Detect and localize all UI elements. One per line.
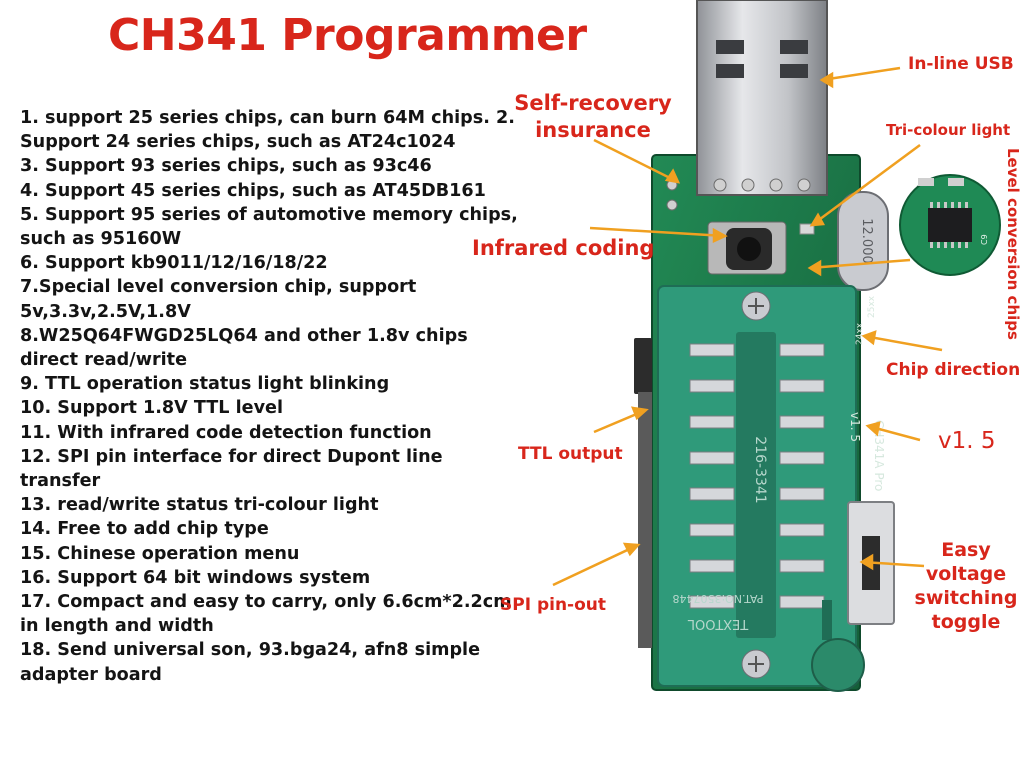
ttl-header (634, 338, 652, 648)
silk-25: 25xx (867, 295, 877, 318)
callout-version: v1. 5 (938, 428, 996, 454)
callout-arrows (552, 66, 943, 587)
feature-item: 5. Support 95 series of automotive memor… (20, 204, 518, 250)
feature-item: 16. Support 64 bit windows system (20, 567, 371, 588)
feature-item: 8.W25Q64FWGD25LQ64 and other 1.8v chips … (20, 325, 468, 371)
feature-list: 1. support 25 series chips, can burn 64M… (20, 106, 525, 687)
silk-version: v1. 5 (848, 412, 862, 442)
infrared-receiver (707, 221, 787, 275)
feature-item: 13. read/write status tri-colour light (20, 495, 379, 516)
callout-level-conversion: Level conversion chips (1004, 148, 1022, 340)
socket-brand-label: TEXTOOL (687, 616, 749, 631)
feature-item: 10. Support 1.8V TTL level (20, 398, 284, 419)
feature-item: 4. Support 45 series chips, such as AT45… (20, 180, 486, 201)
socket-patent-label: PAT.NO:3507448 (673, 592, 764, 605)
crystal-label: 12.000 (859, 218, 874, 264)
callout-tri-colour: Tri-colour light (886, 121, 1011, 139)
feature-item: 9. TTL operation status light blinking (20, 374, 390, 395)
feature-item: 18. Send universal son, 93.bga24, afn8 s… (20, 640, 481, 685)
socket-lever (811, 638, 865, 692)
crystal-oscillator: 12.000 (837, 191, 889, 291)
silk-model: CH341A Pro (872, 420, 886, 491)
level-chip-inset: C9 (899, 174, 1001, 276)
callout-self-recovery: Self-recovery insurance (514, 91, 672, 142)
feature-item: 7.Special level conversion chip, support… (20, 277, 417, 322)
feature-item: 1. support 25 series chips, can burn 64M… (20, 108, 515, 153)
callout-infrared: Infrared coding (472, 236, 655, 260)
feature-item: 14. Free to add chip type (20, 519, 269, 540)
callout-spi-pinout: SPI pin-out (500, 595, 607, 615)
callout-inline-usb: In-line USB (908, 54, 1014, 74)
silk-24: 24xx (855, 322, 865, 345)
tri-colour-led (799, 223, 815, 235)
feature-item: 11. With infrared code detection functio… (20, 422, 432, 443)
zif-socket: 216-3341 PAT.NO:3507448 TEXTOOL (657, 285, 865, 692)
feature-item: 6. Support kb9011/12/16/18/22 (20, 253, 328, 274)
socket-code-label: 216-3341 (752, 436, 768, 503)
feature-item: 12. SPI pin interface for direct Dupont … (20, 446, 443, 492)
feature-item: 15. Chinese operation menu (20, 543, 300, 564)
page-title: CH341 Programmer (108, 10, 587, 61)
feature-item: 17. Compact and easy to carry, only 6.6c… (20, 592, 512, 637)
callout-ttl-output: TTL output (518, 444, 623, 464)
silk-c9: C9 (980, 234, 989, 245)
feature-item: 3. Support 93 series chips, such as 93c4… (20, 156, 432, 177)
callout-chip-direction: Chip direction (886, 360, 1021, 380)
usb-pads (666, 178, 811, 211)
callout-easy-voltage: Easy voltage switching toggle (914, 539, 1018, 633)
usb-connector (696, 0, 828, 196)
